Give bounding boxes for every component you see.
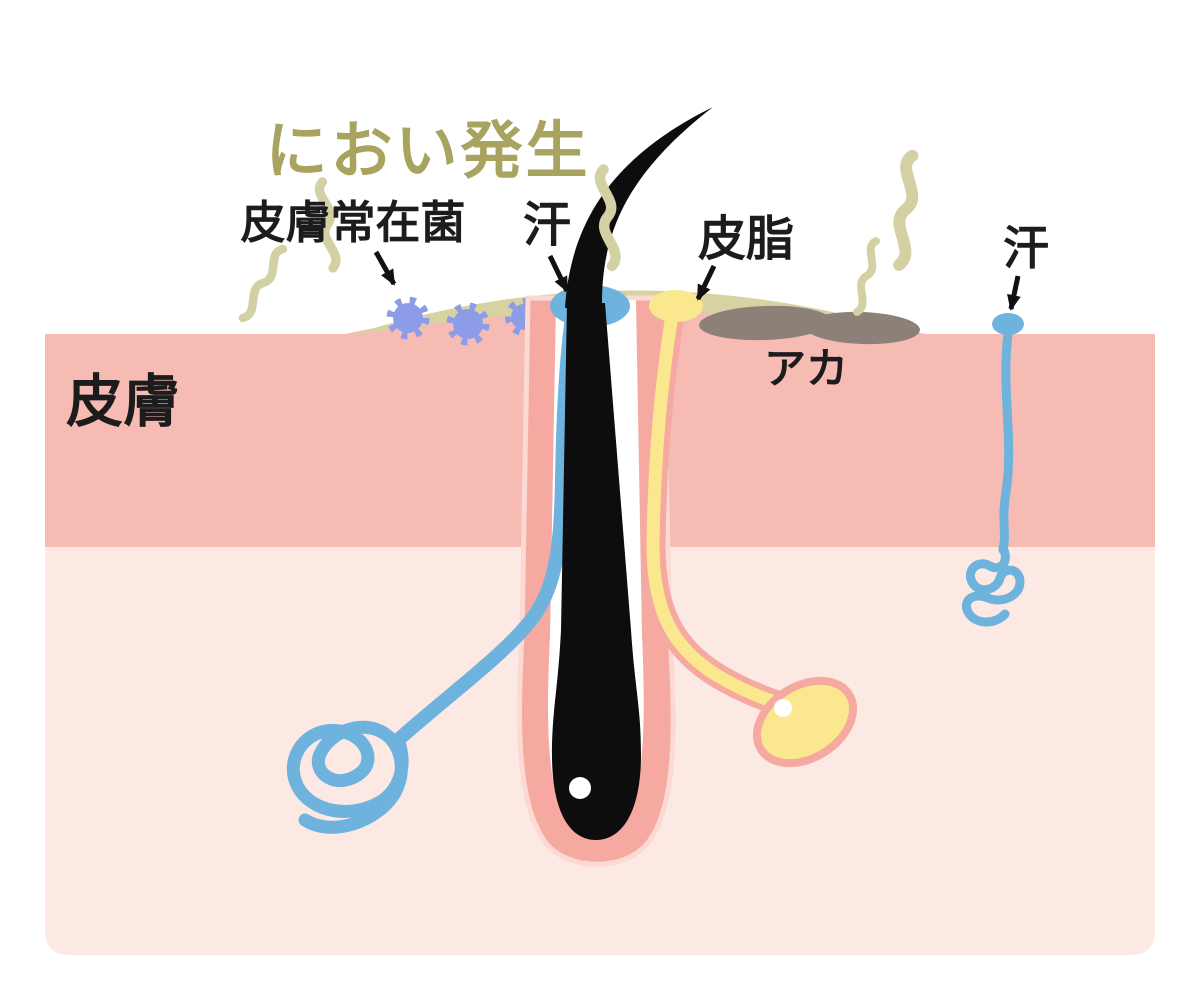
sweat-gland-coil-right: [962, 543, 1025, 627]
grime-blob: [699, 305, 831, 341]
sebum-surface-blob: [649, 290, 703, 322]
arrow-bacteria: [373, 250, 397, 286]
sweat-unit-left: [286, 311, 579, 834]
bacteria-label: 皮膚常在菌: [240, 197, 465, 248]
sweat-duct: [391, 311, 579, 747]
sweat-droplet: [992, 313, 1024, 335]
bacteria-icon: [446, 302, 490, 346]
sebaceous-unit: [640, 302, 858, 768]
hair-shaft: [565, 107, 713, 308]
grime-label: アカ: [764, 345, 848, 392]
arrow-sweat-right: [1007, 275, 1021, 311]
title-label: におい発生: [265, 117, 590, 186]
hair-root: [552, 303, 641, 840]
sweat-label-left: 汗: [523, 199, 571, 252]
bacteria-icon: [386, 296, 430, 340]
surface-film: [348, 290, 924, 336]
skin-label: 皮膚: [66, 370, 180, 434]
hair-papilla: [569, 777, 591, 799]
sebum-label: 皮脂: [698, 213, 794, 266]
sweat-label-right: 汗: [1003, 222, 1049, 274]
sebum-duct: [646, 308, 793, 713]
sweat-unit-right: [962, 313, 1025, 627]
steam-squiggle: [894, 155, 917, 266]
grime-blob: [804, 311, 920, 345]
arrow-sweat-left: [547, 254, 570, 293]
sweat-gland-coil: [286, 720, 409, 834]
label-arrows: [373, 250, 1021, 311]
sweat-duct-right: [998, 329, 1014, 555]
arrow-sebum: [695, 264, 717, 301]
sebaceous-gland-highlight: [774, 699, 792, 717]
grime-blobs: [699, 305, 920, 345]
steam-squiggle: [240, 247, 286, 320]
steam-squiggle: [854, 240, 879, 313]
